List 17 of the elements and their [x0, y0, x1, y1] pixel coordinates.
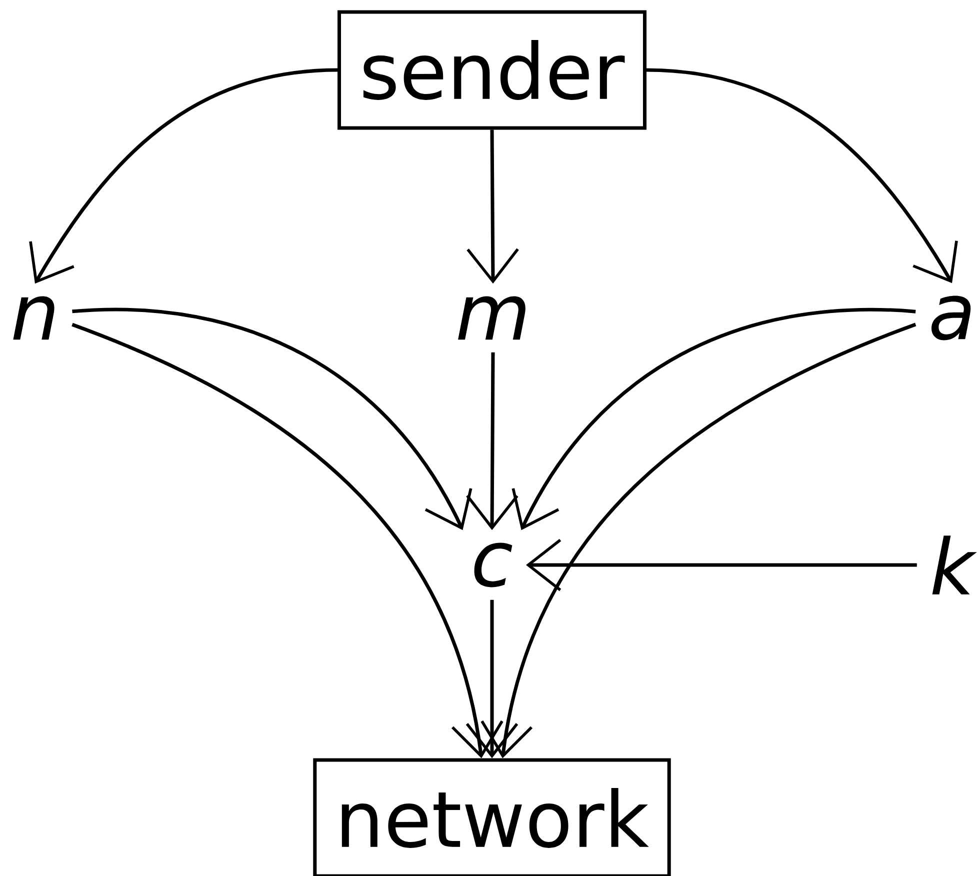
- variable-label: a: [932, 296, 971, 340]
- variable-label: k: [932, 536, 977, 594]
- arrow: [29, 68, 338, 284]
- variable-label: n: [13, 296, 54, 340]
- arrow: [72, 322, 504, 758]
- arrow: [646, 68, 958, 284]
- variable-label: c: [474, 542, 512, 588]
- arrow: [512, 308, 916, 530]
- arrow: [480, 322, 916, 758]
- arrow: [466, 600, 518, 758]
- sender-box: sender: [338, 10, 646, 130]
- arrow: [72, 308, 472, 530]
- arrow: [526, 538, 917, 592]
- arrow: [466, 130, 519, 284]
- variable-label: m: [458, 296, 526, 340]
- arrow: [466, 352, 518, 530]
- network-box: network: [313, 758, 671, 876]
